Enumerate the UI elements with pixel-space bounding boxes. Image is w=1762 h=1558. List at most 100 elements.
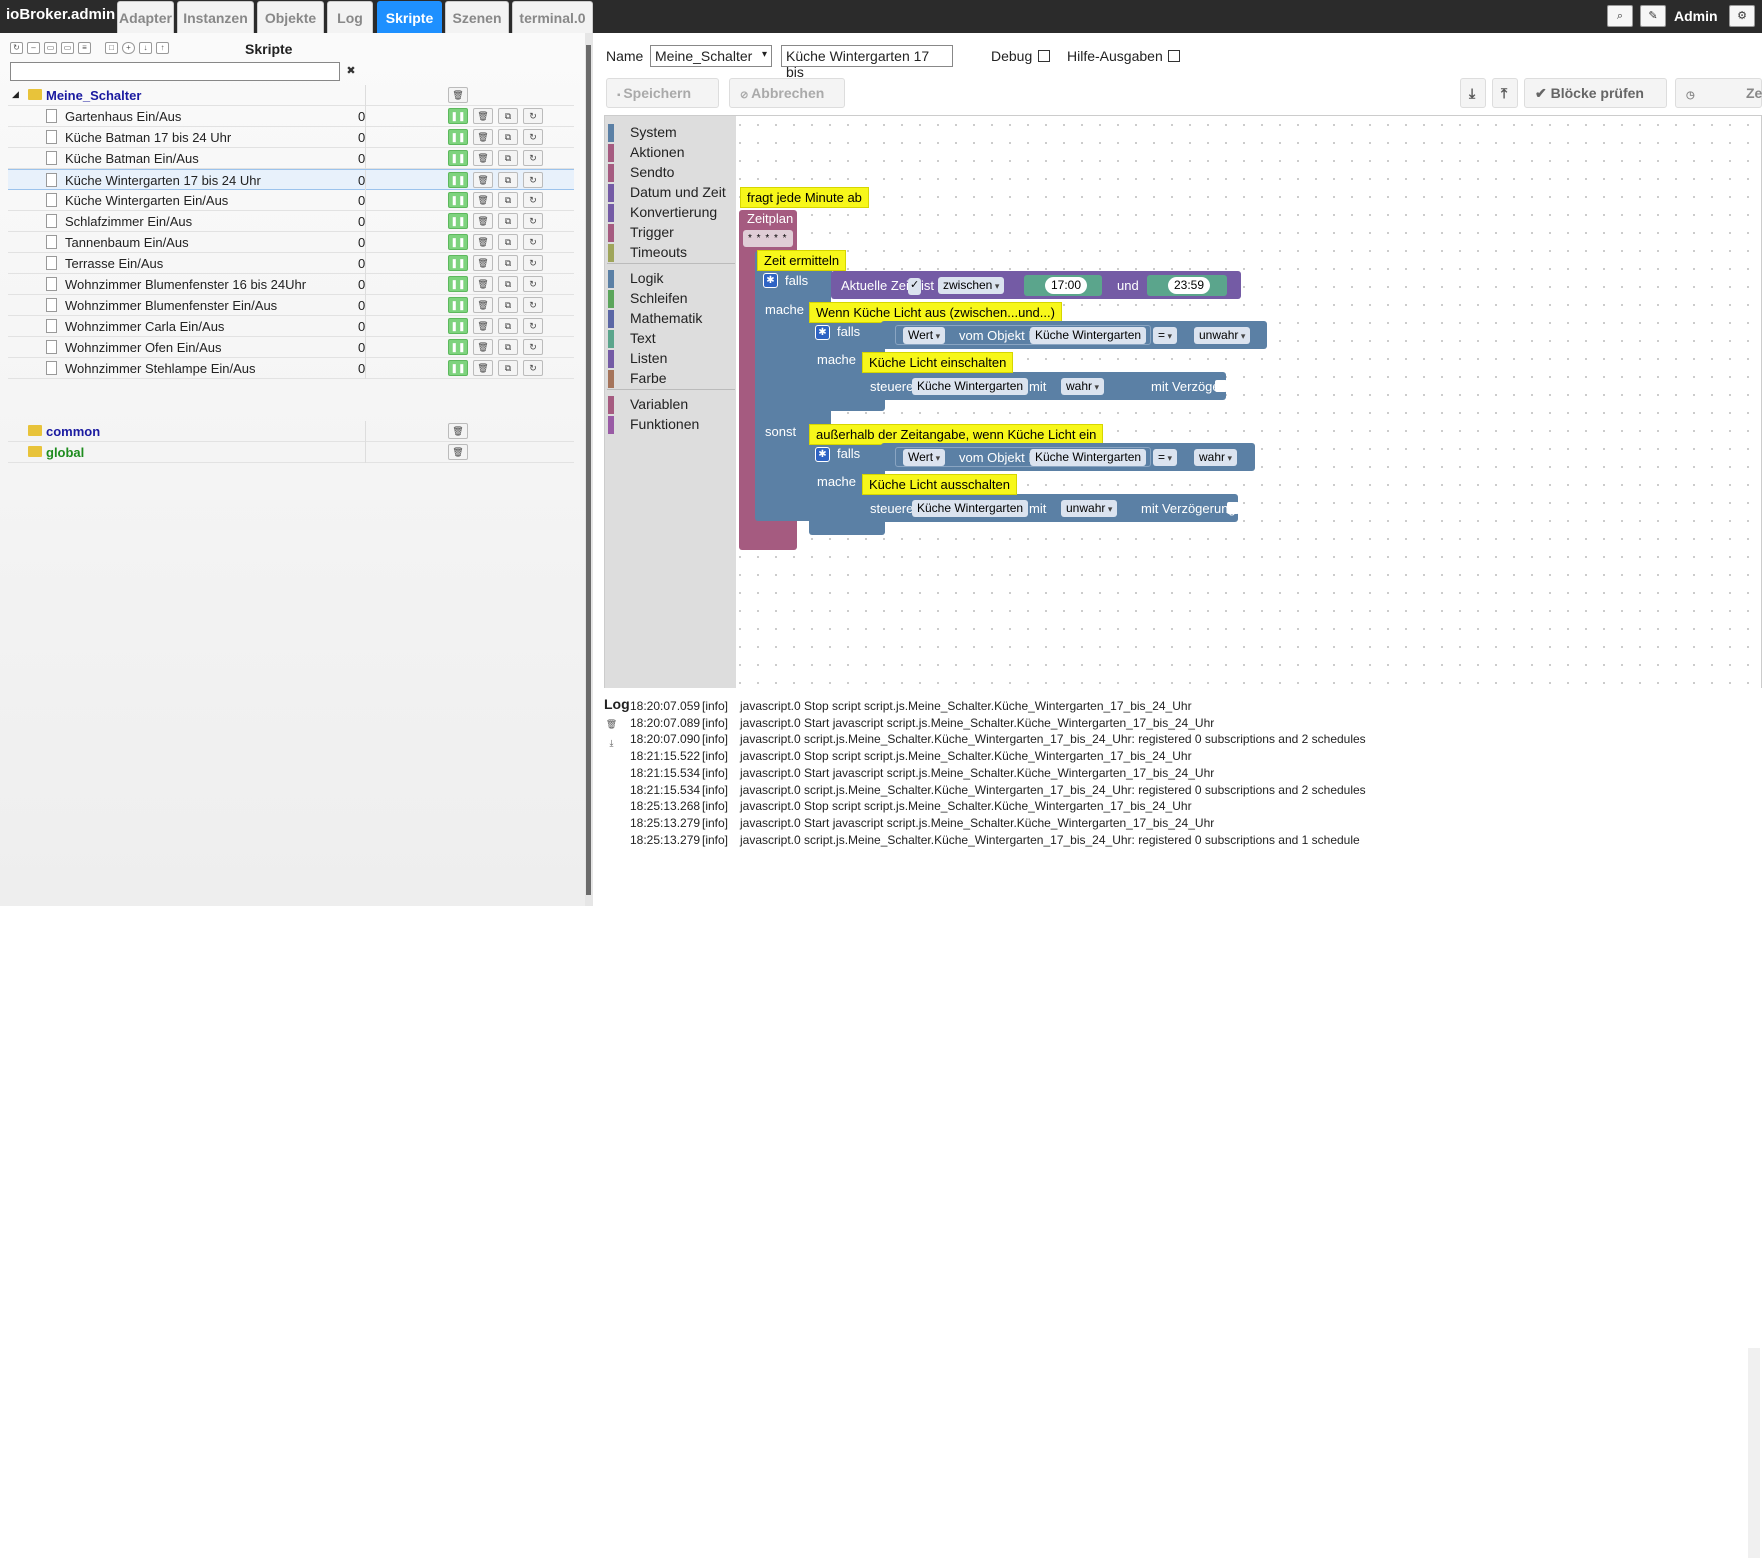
restart-icon[interactable]: ↻ — [523, 150, 543, 166]
restart-icon[interactable]: ↻ — [523, 172, 543, 188]
restart-icon[interactable]: ↻ — [523, 297, 543, 313]
copy-icon[interactable]: ⧉ — [498, 318, 518, 334]
toolbox-category[interactable]: Aktionen — [605, 142, 736, 162]
vertical-scrollbar[interactable] — [1748, 1348, 1760, 1558]
pause-icon[interactable]: ❚❚ — [448, 129, 468, 145]
restart-icon[interactable]: ↻ — [523, 360, 543, 376]
copy-icon[interactable]: ⧉ — [498, 234, 518, 250]
copy-icon[interactable]: ⧉ — [498, 129, 518, 145]
delete-icon[interactable]: 🗑 — [473, 360, 493, 376]
toolbox-category[interactable]: Trigger — [605, 222, 736, 242]
tab-instanzen[interactable]: Instanzen — [177, 1, 254, 33]
save-button[interactable]: ▪ Speichern — [606, 78, 719, 108]
debug-checkbox[interactable] — [1038, 50, 1050, 62]
pause-icon[interactable]: ❚❚ — [448, 339, 468, 355]
toolbox-category[interactable]: System — [605, 122, 736, 142]
search-icon[interactable]: ⌕ — [1607, 5, 1633, 27]
delete-icon[interactable]: 🗑 — [473, 192, 493, 208]
control-value-dropdown[interactable]: wahr — [1061, 378, 1105, 395]
toolbox-category[interactable]: Konvertierung — [605, 202, 736, 222]
delay-checkbox[interactable] — [1215, 380, 1227, 392]
schedule-cron-field[interactable]: * * * * * — [743, 230, 793, 247]
restart-icon[interactable]: ↻ — [523, 339, 543, 355]
folder-open-icon[interactable]: ▭ — [44, 42, 57, 54]
delete-icon[interactable]: 🗑 — [473, 108, 493, 124]
toolbox-category[interactable]: Datum und Zeit — [605, 182, 736, 202]
time-from-field[interactable]: 17:00 — [1045, 277, 1088, 294]
pause-icon[interactable]: ❚❚ — [448, 213, 468, 229]
restart-icon[interactable]: ↻ — [523, 255, 543, 271]
folder-icon[interactable]: ▭ — [61, 42, 74, 54]
time-checkbox[interactable]: ✓ — [908, 278, 922, 295]
control-object-field[interactable]: Küche Wintergarten — [912, 378, 1029, 395]
edit-icon[interactable]: ✎ — [1640, 5, 1666, 27]
restart-icon[interactable]: ↻ — [523, 234, 543, 250]
list-icon[interactable]: ≡ — [78, 42, 91, 54]
tab-skripte[interactable]: Skripte — [377, 1, 442, 33]
gear-icon[interactable]: ✱ — [815, 325, 830, 340]
copy-icon[interactable]: ⧉ — [498, 213, 518, 229]
folder-select[interactable]: Meine_Schalter▾ — [650, 45, 772, 67]
user-name[interactable]: Admin — [1674, 8, 1718, 24]
pause-icon[interactable]: ❚❚ — [448, 318, 468, 334]
toolbox-category[interactable]: Variablen — [605, 394, 736, 414]
cancel-button[interactable]: ⊘ Abbrechen — [729, 78, 845, 108]
value-dropdown[interactable]: Wert — [903, 449, 946, 466]
delete-icon[interactable]: 🗑 — [473, 234, 493, 250]
pause-icon[interactable]: ❚❚ — [448, 150, 468, 166]
add-icon[interactable]: + — [122, 42, 135, 54]
collapse-arrow-icon[interactable]: ◢ — [12, 89, 19, 99]
copy-icon[interactable]: ⧉ — [498, 172, 518, 188]
delete-icon[interactable]: 🗑 — [448, 87, 468, 103]
value-dropdown[interactable]: Wert — [903, 327, 946, 344]
restart-icon[interactable]: ↻ — [523, 192, 543, 208]
restart-icon[interactable]: ↻ — [523, 276, 543, 292]
copy-icon[interactable]: ⧉ — [498, 360, 518, 376]
folder-row-common[interactable]: common 🗑 — [8, 421, 574, 442]
tab-szenen[interactable]: Szenen — [445, 1, 509, 33]
toolbox-category[interactable]: Schleifen — [605, 288, 736, 308]
delete-icon[interactable]: 🗑 — [473, 339, 493, 355]
pause-icon[interactable]: ❚❚ — [448, 276, 468, 292]
settings-icon[interactable]: ⚙ — [1729, 5, 1755, 27]
tab-objekte[interactable]: Objekte — [257, 1, 324, 33]
delay-checkbox[interactable] — [1227, 502, 1239, 514]
refresh-icon[interactable]: ↻ — [10, 42, 23, 54]
copy-icon[interactable]: ⧉ — [498, 108, 518, 124]
delete-icon[interactable]: 🗑 — [473, 318, 493, 334]
pause-icon[interactable]: ❚❚ — [448, 234, 468, 250]
toolbox-category[interactable]: Listen — [605, 348, 736, 368]
toolbox-category[interactable]: Text — [605, 328, 736, 348]
tab-terminal[interactable]: terminal.0 — [512, 1, 593, 33]
toolbox-category[interactable]: Sendto — [605, 162, 736, 182]
time-to-field[interactable]: 23:59 — [1168, 277, 1211, 294]
copy-icon[interactable]: ⧉ — [498, 192, 518, 208]
import-icon[interactable]: ⤒ — [1492, 78, 1518, 108]
gear-icon[interactable]: ✱ — [815, 447, 830, 462]
download-icon[interactable]: ↓ — [139, 42, 152, 54]
compare-value-dropdown[interactable]: unwahr — [1194, 327, 1251, 344]
toolbox-category[interactable]: Logik — [605, 268, 736, 288]
download-icon[interactable]: ⤓ — [609, 738, 614, 748]
copy-icon[interactable]: ⧉ — [498, 297, 518, 313]
toolbox-category[interactable]: Funktionen — [605, 414, 736, 434]
check-blocks-button[interactable]: ✔ Blöcke prüfen — [1524, 78, 1667, 108]
copy-icon[interactable]: ⧉ — [498, 276, 518, 292]
operator-dropdown[interactable]: zwischen — [938, 277, 1005, 294]
restart-icon[interactable]: ↻ — [523, 129, 543, 145]
extra-button[interactable]: ◷ Zei — [1675, 78, 1762, 108]
toolbox-category[interactable]: Farbe — [605, 368, 736, 388]
delete-icon[interactable]: 🗑 — [448, 444, 468, 460]
restart-icon[interactable]: ↻ — [523, 108, 543, 124]
toolbox-category[interactable]: Timeouts — [605, 242, 736, 262]
delete-icon[interactable]: 🗑 — [473, 129, 493, 145]
delete-icon[interactable]: 🗑 — [473, 213, 493, 229]
